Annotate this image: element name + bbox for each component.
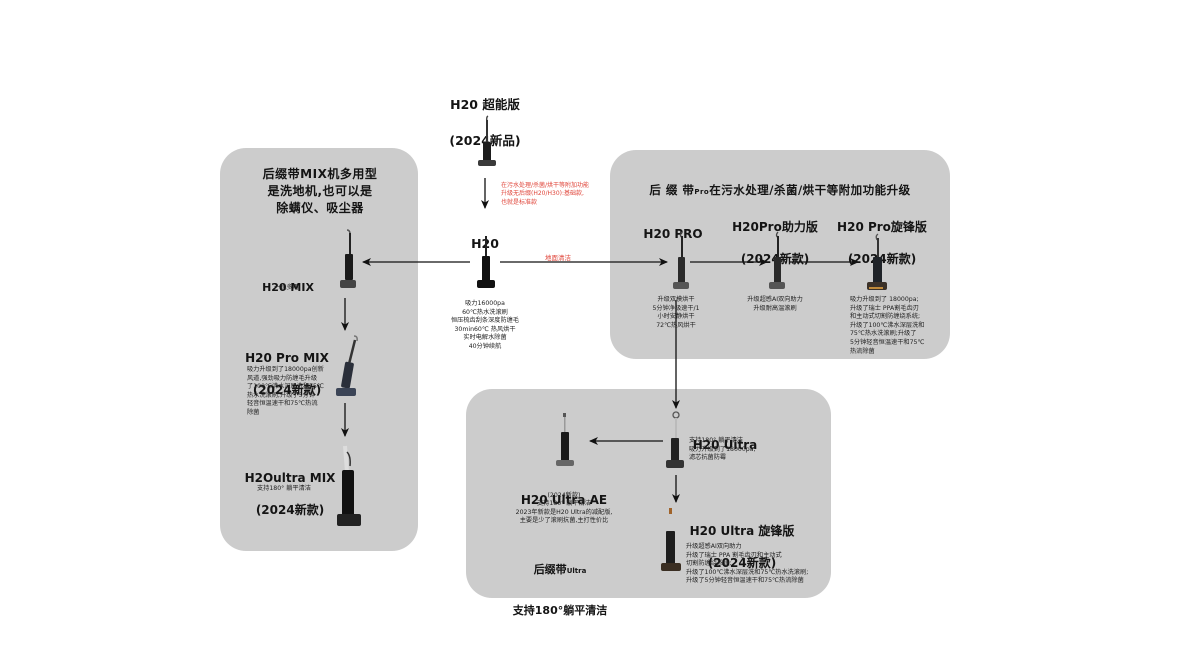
edge-label-floor-cleaning: 地面清洁 <box>545 254 571 262</box>
node-h20-ultra[interactable]: H20 Uitra <box>690 421 760 469</box>
node-title: H20 Ultra AE <box>520 493 608 507</box>
node-title: H20 PRO <box>643 227 703 241</box>
pro-group-panel <box>610 150 950 359</box>
node-h20-pro[interactable]: H20 PRO <box>640 210 706 258</box>
node-desc: 升级超感AI双向助力 升级耐高温滚刷 <box>747 296 803 312</box>
node-h20-pro-mix[interactable]: H20 Pro MIX (2024新款) <box>232 334 342 414</box>
node-subtitle: (2024新款) <box>255 503 325 517</box>
node-h20-ultra-spin[interactable]: H20 Ultra 旋锋版 (2024新款) <box>682 507 802 587</box>
floor-washer-icon <box>478 115 496 166</box>
node-title: H20Pro助力版 <box>732 220 818 234</box>
node-h20[interactable]: H20 <box>455 217 515 271</box>
ultra-group-panel <box>466 389 831 598</box>
pro-group-heading: 后 缀 带Pro在污水处理/杀菌/烘干等附加功能升级 <box>649 183 911 197</box>
ultra-group-heading: 后缀带Ultra 支持180°躺平清洁 <box>512 563 608 617</box>
node-h20-super[interactable]: H20 超能版 (2024新品) <box>430 78 540 168</box>
node-desc: 吸力升级到了 18000pa; 升级了瑞士 PPA割毛齿刃 和主动式切割防缠绕系… <box>850 296 925 355</box>
node-title: H20 Pro MIX <box>245 351 329 365</box>
node-desc: 升级超感AI双向助力 升级了瑞士 PPA 割毛齿刃和主动式 切割防缠绕系统; 升… <box>686 543 809 585</box>
node-subtitle: (2024新款) <box>252 383 322 397</box>
node-h20-ultra-ae[interactable]: H20 Ultra AE <box>514 476 614 524</box>
node-desc: 升级双模烘干 5分钟净极速干/1 小时安静烘干 72℃热风烘干 <box>652 296 700 329</box>
annotation-basic-model: 在污水处理/杀菌/烘干等附加功能 升级无后缀(H20/H30):基础款, 也就是… <box>501 182 590 206</box>
floor-washer-icon <box>661 508 681 571</box>
node-h20-mix[interactable]: H20 MIX <box>250 264 326 312</box>
node-desc: 支持180° 躺平清洁 吸力升级到了18000pa; 滤芯抗菌防霉 <box>689 437 756 462</box>
mix-group-panel <box>220 148 418 551</box>
node-title: H20 超能版 <box>450 97 520 112</box>
floor-washer-icon <box>673 231 689 289</box>
node-h20-specs: 吸力16000pa 60℃热水洗滚刷 恒压梳齿刮条深度防缠毛 30min60℃ … <box>450 300 520 350</box>
node-subtitle: (2024新品) <box>449 133 521 148</box>
node-subtitle: (2024新款) <box>707 556 777 570</box>
node-h2o-ultra-mix[interactable]: H2Oultra MIX (2024新款) <box>232 454 348 534</box>
floor-washer-icon <box>867 233 887 290</box>
node-title: H20 Ultra 旋锋版 <box>689 524 795 538</box>
floor-washer-icon <box>769 231 785 289</box>
floor-washer-icon <box>556 413 574 466</box>
node-desc: 吸力升级到了18000pa创新 风道,强劲吸力防缠毛升级 了100℃沸水深层洗和… <box>247 366 324 416</box>
multi-use-washer-icon <box>337 445 361 526</box>
node-title: H20 Pro旋锋版 <box>837 220 927 234</box>
node-title: H2Oultra MIX <box>244 471 336 485</box>
node-title: H20 MIX <box>262 281 314 294</box>
node-desc: 一机多用 <box>274 284 299 291</box>
node-desc: 支持180° 躺平清洁 <box>257 485 311 492</box>
node-subtitle: (2024新款) <box>547 492 581 499</box>
node-desc: 支持180° 躺平清洁 2023年新款是H20 Ultra的减配版, 主要是少了… <box>515 500 613 525</box>
floor-washer-icon <box>666 411 684 468</box>
node-title: H20 <box>471 236 499 251</box>
floor-washer-icon <box>477 236 495 288</box>
multi-use-washer-icon <box>336 335 358 396</box>
multi-use-washer-icon <box>340 229 356 288</box>
node-title: H20 Uitra <box>692 438 758 452</box>
mix-group-heading: 后缀带MIX机多用型 是洗地机,也可以是 除螨仪、吸尘器 <box>262 167 378 215</box>
